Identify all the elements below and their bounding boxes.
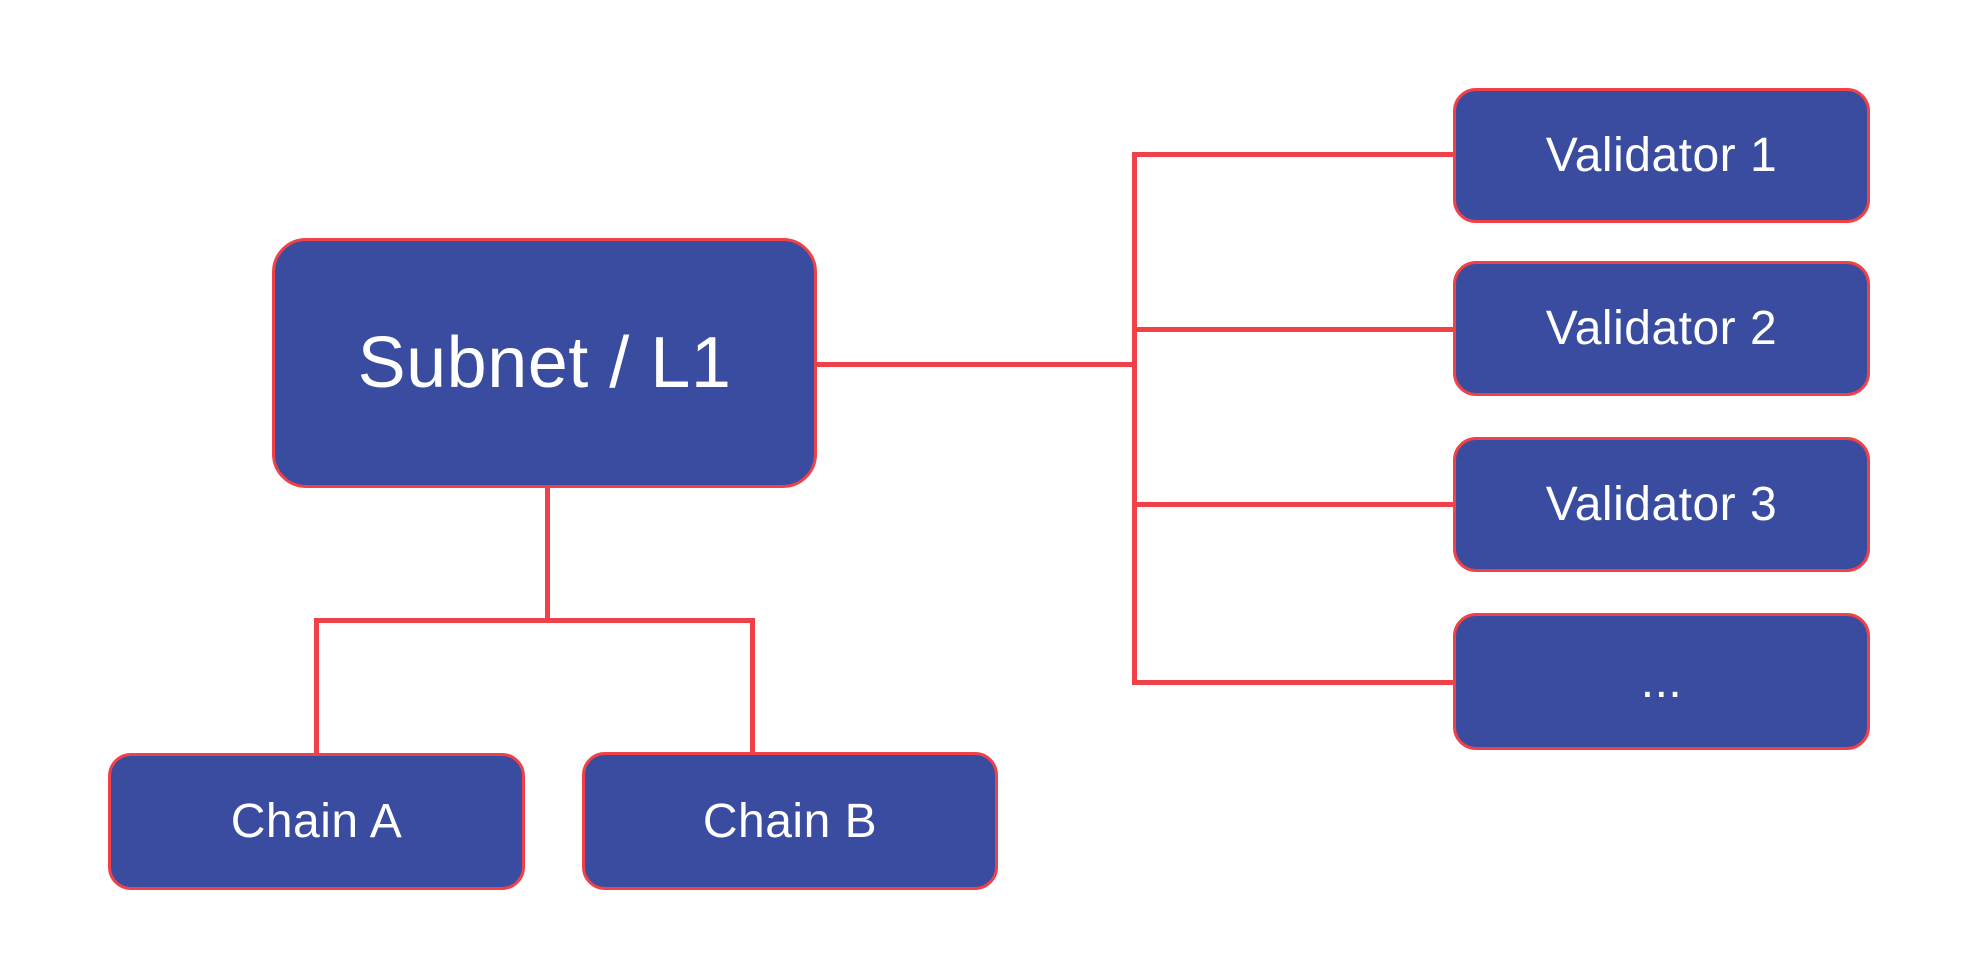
node-chain-b: Chain B xyxy=(582,752,998,890)
node-validator-3: Validator 3 xyxy=(1453,437,1870,572)
connector-branch-validator-more xyxy=(1132,680,1453,685)
connector-chain-b-drop xyxy=(750,618,755,754)
node-validator-1: Validator 1 xyxy=(1453,88,1870,223)
node-validator-3-label: Validator 3 xyxy=(1545,478,1778,531)
connector-chain-splitter xyxy=(314,618,755,623)
node-validator-2: Validator 2 xyxy=(1453,261,1870,396)
connector-branch-validator-1 xyxy=(1132,152,1453,157)
connector-subnet-to-chains xyxy=(545,486,550,621)
connector-validator-trunk xyxy=(1132,152,1137,685)
node-validator-2-label: Validator 2 xyxy=(1545,302,1778,355)
connector-branch-validator-3 xyxy=(1132,502,1453,507)
node-validator-more-label: ... xyxy=(1640,655,1683,708)
node-chain-a-label: Chain A xyxy=(230,795,403,848)
connector-branch-validator-2 xyxy=(1132,327,1453,332)
node-chain-a: Chain A xyxy=(108,753,525,890)
node-validator-more: ... xyxy=(1453,613,1870,750)
node-subnet-l1: Subnet / L1 xyxy=(272,238,817,488)
node-subnet-l1-label: Subnet / L1 xyxy=(357,323,732,403)
node-chain-b-label: Chain B xyxy=(702,794,878,848)
connector-chain-a-drop xyxy=(314,618,319,755)
node-validator-1-label: Validator 1 xyxy=(1545,129,1778,182)
connector-subnet-to-trunk xyxy=(814,362,1136,367)
